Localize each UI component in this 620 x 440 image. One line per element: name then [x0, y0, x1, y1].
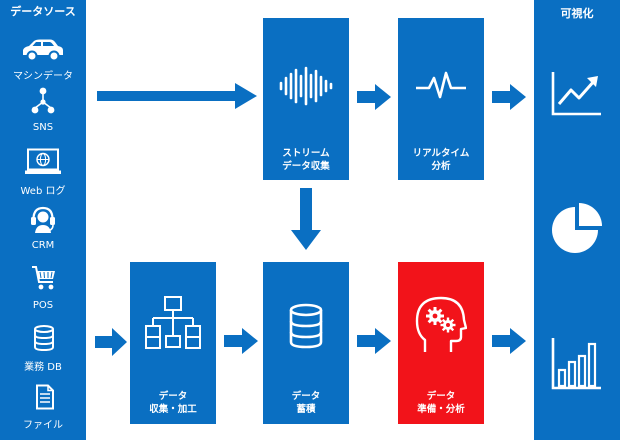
realtime-analysis-box: リアルタイム 分析: [398, 18, 484, 180]
store-label-2: 蓄積: [296, 404, 316, 415]
data-preparation-analysis-box: データ 準備・分析: [398, 262, 484, 424]
database-icon: [289, 303, 323, 349]
bar-chart-icon: [551, 338, 601, 390]
arrow-sources-to-stream: [97, 83, 257, 109]
stream-collect-label-2: データ収集: [282, 161, 330, 172]
pulse-icon: [416, 71, 466, 99]
hierarchy-icon: [145, 296, 201, 349]
arrow-stream-to-storage: [291, 188, 321, 250]
car-icon: [23, 39, 63, 62]
source-label-crm: CRM: [31, 240, 55, 251]
web-monitor-icon: [25, 148, 61, 174]
source-label-machine-data: マシンデータ: [13, 71, 73, 82]
source-label-pos: POS: [32, 300, 54, 311]
batch-collect-label-1: データ: [158, 391, 188, 402]
data-sources-title: データソース: [10, 5, 76, 18]
source-label-sns: SNS: [32, 122, 54, 133]
database-icon: [34, 325, 54, 352]
pie-chart-icon: [552, 203, 602, 253]
arrow-stream-collect-to-analyze: [357, 84, 391, 110]
line-chart-icon: [551, 72, 601, 116]
stream-data-collection-box: ストリーム データ収集: [263, 18, 349, 180]
data-storage-box: データ 蓄積: [263, 262, 349, 424]
visualization-title: 可視化: [560, 7, 594, 20]
prepare-label-1: データ: [426, 391, 456, 402]
arrow-prepare-to-visualization: [492, 328, 526, 354]
stream-collect-label-1: ストリーム: [282, 148, 330, 159]
head-gears-icon: [415, 296, 467, 352]
source-label-business-db: 業務 DB: [24, 362, 62, 373]
arrow-batch-collect-to-store: [224, 328, 258, 354]
arrow-sources-to-batch-collect: [95, 328, 127, 356]
sound-wave-icon: [279, 66, 333, 106]
source-label-web-log: Web ログ: [20, 186, 66, 197]
batch-collection-processing-box: データ 収集・加工: [130, 262, 216, 424]
realtime-label-2: 分析: [431, 161, 451, 172]
realtime-label-1: リアルタイム: [412, 148, 470, 159]
data-sources-panel: データソース マシンデータ SNS Web ログ CRM: [0, 0, 86, 440]
source-label-file: ファイル: [23, 420, 63, 431]
arrow-store-to-prepare: [357, 328, 391, 354]
arrow-realtime-to-visualization: [492, 84, 526, 110]
shopping-cart-icon: [32, 266, 55, 290]
store-label-1: データ: [291, 391, 321, 402]
network-people-icon: [31, 87, 55, 114]
batch-collect-label-2: 収集・加工: [149, 404, 197, 415]
prepare-label-2: 準備・分析: [417, 404, 465, 415]
document-icon: [36, 384, 54, 410]
headset-icon: [31, 206, 55, 233]
visualization-panel: 可視化: [534, 0, 620, 440]
